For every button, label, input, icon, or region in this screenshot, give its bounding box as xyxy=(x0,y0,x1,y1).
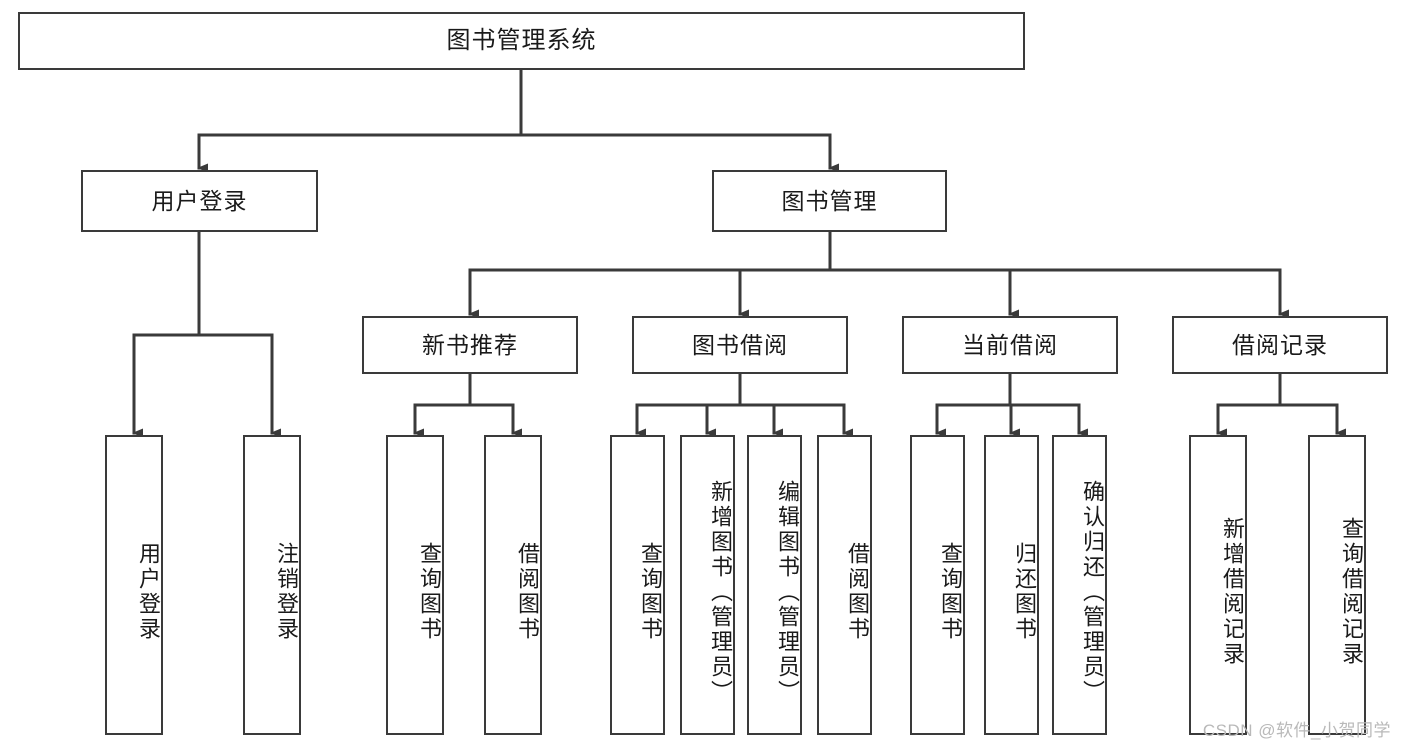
leaf-query-book-current[interactable]: 查询图书 xyxy=(910,435,965,735)
node-label: 图书管理 xyxy=(781,187,878,214)
node-label: 图书管理系统 xyxy=(446,27,597,55)
node-label: 查询图书 xyxy=(417,542,442,642)
node-label: 新书推荐 xyxy=(422,331,518,358)
node-label: 当前借阅 xyxy=(962,331,1058,358)
leaf-user-login[interactable]: 用户登录 xyxy=(105,435,163,735)
leaf-query-book-recommendation[interactable]: 查询图书 xyxy=(386,435,444,735)
leaf-query-book[interactable]: 查询图书 xyxy=(610,435,665,735)
watermark-text: CSDN @软件_小贺同学 xyxy=(1202,721,1391,740)
node-label: 注销登录 xyxy=(274,542,299,642)
node-borrowing-record[interactable]: 借阅记录 xyxy=(1172,316,1388,374)
leaf-query-borrow-record[interactable]: 查询借阅记录 xyxy=(1308,435,1366,735)
node-label: 编辑图书（管理员） xyxy=(775,479,800,705)
node-new-book-recommendation[interactable]: 新书推荐 xyxy=(362,316,578,374)
node-label: 用户登录 xyxy=(151,187,248,214)
node-label: 借阅记录 xyxy=(1232,331,1328,358)
node-book-management[interactable]: 图书管理 xyxy=(712,170,947,232)
node-current-borrowing[interactable]: 当前借阅 xyxy=(902,316,1118,374)
node-label: 查询图书 xyxy=(638,542,663,642)
leaf-borrow-book-recommendation[interactable]: 借阅图书 xyxy=(484,435,542,735)
leaf-return-book[interactable]: 归还图书 xyxy=(984,435,1039,735)
leaf-add-borrow-record[interactable]: 新增借阅记录 xyxy=(1189,435,1247,735)
node-root-book-management-system[interactable]: 图书管理系统 xyxy=(18,12,1025,70)
leaf-confirm-return-admin[interactable]: 确认归还（管理员） xyxy=(1052,435,1107,735)
leaf-add-book-admin[interactable]: 新增图书（管理员） xyxy=(680,435,735,735)
node-label: 用户登录 xyxy=(136,542,161,642)
node-book-borrowing[interactable]: 图书借阅 xyxy=(632,316,848,374)
node-label: 新增借阅记录 xyxy=(1220,517,1245,667)
leaf-borrow-book[interactable]: 借阅图书 xyxy=(817,435,872,735)
node-label: 图书借阅 xyxy=(692,331,788,358)
node-user-login[interactable]: 用户登录 xyxy=(81,170,318,232)
node-label: 查询图书 xyxy=(938,542,963,642)
leaf-user-logout[interactable]: 注销登录 xyxy=(243,435,301,735)
node-label: 归还图书 xyxy=(1012,542,1037,642)
leaf-edit-book-admin[interactable]: 编辑图书（管理员） xyxy=(747,435,802,735)
node-label: 借阅图书 xyxy=(515,542,540,642)
node-label: 借阅图书 xyxy=(845,542,870,642)
node-label: 查询借阅记录 xyxy=(1339,517,1364,667)
node-label: 确认归还（管理员） xyxy=(1080,479,1105,705)
node-label: 新增图书（管理员） xyxy=(708,479,733,705)
